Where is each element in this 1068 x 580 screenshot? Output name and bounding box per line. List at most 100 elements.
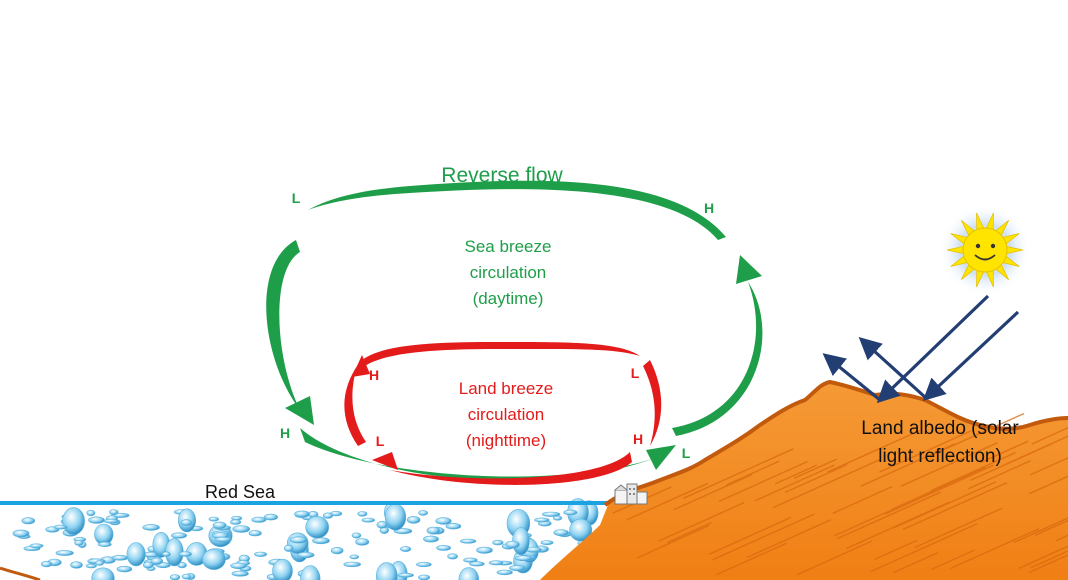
water-bubble <box>509 564 526 571</box>
water-bubble <box>86 509 96 517</box>
water-bubble <box>435 517 452 525</box>
water-bubble <box>514 555 533 562</box>
land-texture-stroke <box>980 440 1029 464</box>
water-bubble <box>376 520 388 529</box>
water-bubble <box>488 560 504 566</box>
water-bubble <box>231 570 249 577</box>
water-bubble <box>436 545 451 551</box>
water-bubble <box>202 548 226 570</box>
land-albedo-label-line-1: Land albedo (solar <box>861 418 1019 439</box>
land-texture-stroke <box>932 412 1025 456</box>
water-bubble <box>103 518 119 524</box>
water-bubble <box>349 554 360 560</box>
land-texture-stroke <box>870 523 978 573</box>
water-bubble <box>55 550 74 556</box>
land-albedo-label-line-2: light reflection) <box>878 446 1002 467</box>
water-bubble <box>406 516 421 524</box>
water-bubble <box>169 574 181 580</box>
land-texture-stroke <box>793 458 837 479</box>
land-texture-stroke <box>837 491 941 540</box>
land-texture-stroke <box>718 460 808 503</box>
water-bubble <box>569 518 593 542</box>
sea-breeze-circulation <box>266 180 763 481</box>
water-bubble <box>296 551 315 559</box>
water-bubble <box>423 535 439 543</box>
land-texture-stroke <box>626 482 709 521</box>
water-bubble <box>74 539 84 546</box>
land-texture-stroke <box>666 521 712 544</box>
land-texture-stroke <box>1013 517 1068 544</box>
land-texture-stroke <box>1030 550 1068 569</box>
land-texture-stroke <box>673 474 752 511</box>
land-breeze-lower-left-pressure: L <box>376 433 385 449</box>
land-texture-stroke <box>884 464 994 515</box>
water-bubble <box>150 557 164 565</box>
land-texture-stroke <box>833 490 934 537</box>
water-bubble <box>492 539 504 546</box>
water-bubble <box>476 546 493 554</box>
land-breeze-title-line-1: Land breeze <box>459 379 554 398</box>
water-bubble <box>171 532 188 539</box>
water-bubble <box>355 538 370 546</box>
land-texture-stroke <box>746 519 831 559</box>
land-texture-stroke <box>950 527 1040 570</box>
water-bubble <box>418 574 431 580</box>
land-texture-stroke <box>970 443 1053 481</box>
water-bubble <box>263 513 279 521</box>
water-bubble <box>70 561 83 569</box>
land-breeze-circulation <box>344 342 662 485</box>
sea-breeze-upper-right-pressure: H <box>704 200 714 216</box>
water-bubble <box>94 523 114 546</box>
water-bubble <box>109 509 119 515</box>
land-texture-stroke <box>774 464 818 485</box>
land-texture-stroke <box>1031 426 1068 445</box>
land-texture-stroke <box>827 429 920 473</box>
water-bubble <box>541 511 561 517</box>
water-bubble <box>97 541 112 548</box>
water-bubble <box>214 536 232 543</box>
land-texture-stroke <box>902 482 1008 531</box>
water-bubble <box>397 572 414 578</box>
water-bubble <box>416 561 432 567</box>
land-texture-stroke <box>893 552 939 574</box>
water-bubble <box>40 560 52 568</box>
water-bubble <box>322 512 334 519</box>
sea-bubbles <box>12 498 599 580</box>
land-texture-stroke <box>1034 519 1068 536</box>
water-bubble <box>180 519 193 526</box>
water-bubble <box>384 503 407 531</box>
water-bubble <box>357 511 368 517</box>
water-bubble <box>91 567 115 580</box>
water-bubble <box>426 526 440 535</box>
water-bubble <box>230 519 242 525</box>
land-texture-stroke <box>784 463 848 494</box>
water-bubble <box>351 532 362 539</box>
land-breeze-title-line-2: circulation <box>468 405 545 424</box>
land-texture-stroke <box>1029 457 1068 476</box>
water-bubble <box>29 543 44 549</box>
sea-breeze-lower-right-pressure: L <box>682 445 691 461</box>
water-bubble <box>232 525 251 533</box>
water-bubble <box>400 546 412 552</box>
land-breeze-upper-left-pressure: H <box>369 367 379 383</box>
land-texture-stroke <box>1028 554 1068 574</box>
water-bubble <box>126 542 146 567</box>
water-bubble <box>540 540 554 545</box>
land-texture-stroke <box>931 549 976 571</box>
water-bubble <box>305 515 330 539</box>
land-texture-stroke <box>1055 534 1068 542</box>
water-bubble <box>95 560 104 566</box>
red-sea-label: Red Sea <box>205 482 276 502</box>
land-texture-stroke <box>846 501 950 549</box>
water-bubble <box>116 565 133 573</box>
land-texture-stroke <box>1029 475 1068 495</box>
water-bubble <box>283 544 294 552</box>
water-bubble <box>300 565 321 580</box>
sea-breeze-upper-left-pressure: L <box>292 190 301 206</box>
water-bubble <box>212 521 227 529</box>
water-bubble <box>469 561 485 567</box>
land-texture-stroke <box>1018 545 1068 570</box>
water-bubble <box>553 529 569 536</box>
land-breeze-title-line-3: (nighttime) <box>466 431 546 450</box>
water-bubble <box>272 558 293 580</box>
